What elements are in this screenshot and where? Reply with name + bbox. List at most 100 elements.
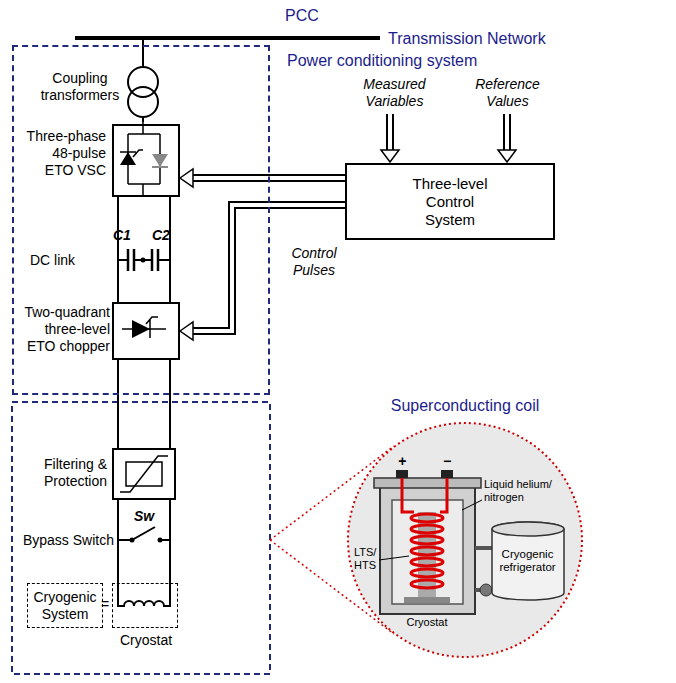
wire <box>169 197 171 302</box>
terminal <box>441 470 453 478</box>
wire <box>117 360 119 448</box>
coil-subsystem-frame <box>12 402 270 674</box>
text-holder: Coupling transformers <box>35 70 125 104</box>
refrigerator-cylinder: Cryogenic refrigerator <box>491 522 565 600</box>
equivalence-sign: = <box>101 596 109 613</box>
text-holder: Liquid helium/ nitrogen <box>484 478 556 503</box>
thyristor-symbol <box>120 152 136 165</box>
diode-symbol <box>152 154 168 167</box>
inductor-symbol <box>118 583 170 606</box>
node-label: Superconducting coil <box>337 396 593 415</box>
capacitor-symbol <box>128 249 158 271</box>
part-name: Bypass Switch <box>18 532 114 549</box>
terminal-sign: + <box>396 453 408 470</box>
text-holder: Superconducting coil <box>337 396 593 415</box>
vessel-name: Cryostat <box>397 616 457 629</box>
node-label: Three-phase 48-pulse ETO VSC <box>22 128 106 178</box>
input-arrow <box>505 114 509 151</box>
cryostat-vessel <box>380 486 475 614</box>
wire <box>142 117 144 122</box>
filter-box: Filtering & Protection <box>112 448 176 500</box>
text-holder: Cryogenic System <box>28 584 102 627</box>
current-lead <box>402 478 447 512</box>
text-holder: Filtering & Protection <box>22 456 107 490</box>
control-box: Three-level Control System <box>345 163 555 240</box>
node-label: Cryogenic refrigerator <box>497 548 559 574</box>
transformer-winding <box>128 87 158 117</box>
text-holder: Power conditioning system <box>287 51 477 70</box>
control-signal-arrow <box>180 169 345 187</box>
bus-name: PCC <box>285 6 319 25</box>
arrowhead <box>180 322 193 340</box>
coil-winding <box>411 514 443 588</box>
text-holder: Reference Values <box>465 76 550 110</box>
text-holder: Cryogenic refrigerator <box>491 522 565 600</box>
midpoint-dot <box>141 258 146 263</box>
text-holder: C2 <box>152 227 170 244</box>
input-arrowhead <box>381 150 399 162</box>
input-name: Reference Values <box>465 76 550 110</box>
coil-base <box>404 597 450 603</box>
bypass-switch <box>118 527 170 540</box>
switch-name: Sw <box>134 508 154 525</box>
arrowhead <box>180 169 193 187</box>
wire <box>169 500 171 583</box>
wire <box>142 38 144 67</box>
pump <box>480 584 492 596</box>
diode-bar <box>152 166 168 168</box>
wire <box>169 360 171 448</box>
switch-contact <box>130 538 135 543</box>
text-holder: = <box>101 596 109 613</box>
varistor-slash <box>120 456 168 492</box>
input-arrowhead <box>498 150 516 162</box>
cylinder-body <box>492 522 564 600</box>
text-holder: DC link <box>30 252 75 269</box>
cylinder-top <box>492 522 564 536</box>
zoom-circle: Superconducting coilCryogenic refrigerat… <box>347 422 583 658</box>
input-arrow <box>388 114 392 151</box>
text-holder: Sw <box>134 508 154 525</box>
leader-line <box>379 556 409 560</box>
input-arrow <box>503 114 511 150</box>
capacitor-name: C2 <box>152 227 170 244</box>
wire <box>117 500 119 583</box>
chopper-gate <box>146 317 158 338</box>
node-label: Cryogenic System <box>33 589 97 623</box>
terminal-sign: − <box>441 453 453 470</box>
switch-contact <box>158 538 163 543</box>
text-holder: LTS/ HTS <box>354 546 379 571</box>
cryostat-lid <box>374 478 481 488</box>
text-holder: PCC <box>285 6 319 25</box>
power-wire <box>118 360 170 448</box>
input-arrow <box>386 114 394 150</box>
cryostat-box: Cryostat <box>112 583 178 628</box>
text-holder: Cryostat <box>397 616 457 629</box>
wire <box>117 197 119 302</box>
text-holder: Bypass Switch <box>18 532 114 549</box>
text-holder: Transmission Network <box>388 29 546 48</box>
text-holder: Three-phase 48-pulse ETO VSC <box>22 128 106 178</box>
signal-name: Control Pulses <box>280 245 348 279</box>
leader-line <box>462 500 482 510</box>
zoom-background <box>348 423 582 657</box>
power-wire <box>118 500 170 583</box>
text-holder: − <box>441 453 453 470</box>
conductor-name: LTS/ HTS <box>354 546 379 571</box>
text-holder: + <box>396 453 408 470</box>
node-label: Cryostat <box>103 632 189 649</box>
node-label: Filtering & Protection <box>22 456 107 490</box>
capacitor-name: C1 <box>113 227 131 244</box>
power-wire <box>118 197 170 302</box>
text-holder: Two-quadrant three-level ETO chopper <box>20 304 110 354</box>
node-label: Power conditioning system <box>287 51 477 70</box>
part-name: Coupling transformers <box>35 70 125 104</box>
text-holder: Cryostat <box>103 632 189 649</box>
bus-bar <box>75 36 380 40</box>
text-holder: Measured Variables <box>352 76 437 110</box>
terminal <box>396 470 408 478</box>
cryogenic-system-box: Cryogenic System <box>27 583 103 628</box>
node-label: Two-quadrant three-level ETO chopper <box>20 304 110 354</box>
text-holder: Three-level Control System <box>347 165 553 238</box>
text-holder: C1 <box>113 227 131 244</box>
zoom-outline <box>348 423 582 657</box>
